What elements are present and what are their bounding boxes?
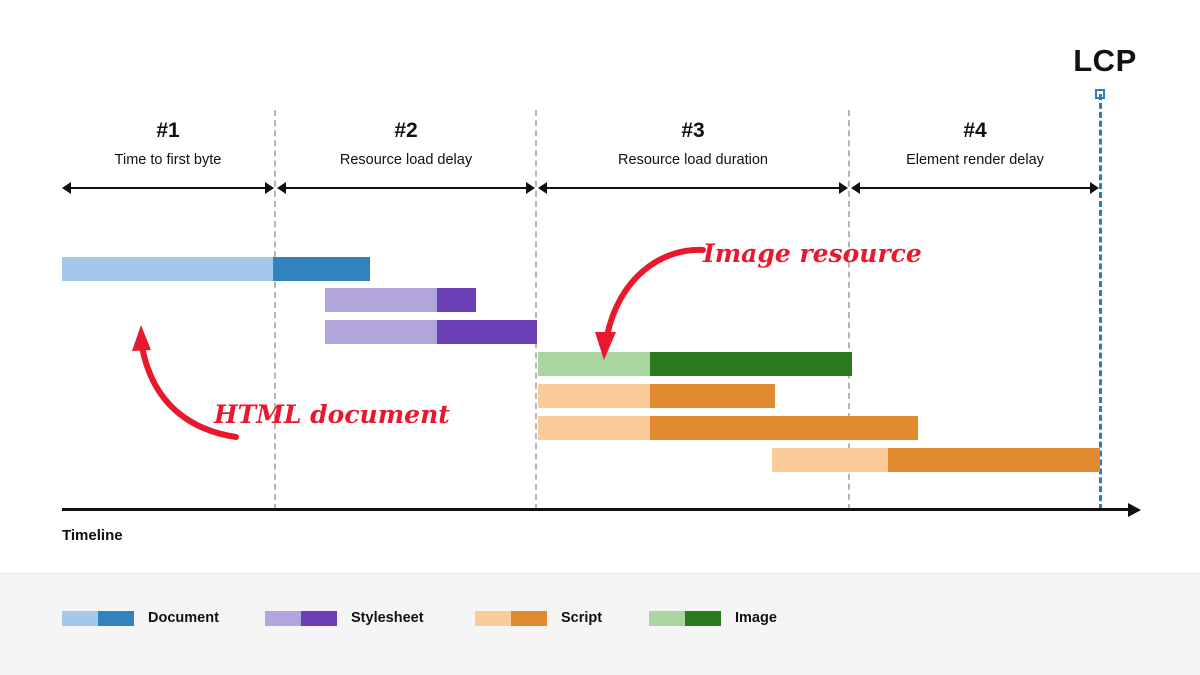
phase-name: Time to first byte <box>114 152 222 168</box>
timeline-axis <box>62 508 1130 511</box>
bar-stylesheet-2 <box>325 320 537 344</box>
legend-label: Script <box>561 610 603 626</box>
legend-swatch-icon <box>62 610 134 626</box>
phase-divider-3 <box>848 110 850 510</box>
lcp-marker-line <box>1099 94 1102 510</box>
legend-swatch-light <box>475 610 511 626</box>
bar-segment-wait <box>538 416 650 440</box>
phase-number: #4 <box>963 119 987 142</box>
bar-segment-transfer <box>650 416 918 440</box>
legend-swatch-light <box>649 610 685 626</box>
bar-script-3 <box>772 448 1100 472</box>
bar-segment-transfer <box>273 257 370 281</box>
bar-segment-transfer <box>437 320 537 344</box>
legend-label: Document <box>148 610 219 626</box>
legend-swatch-dark <box>98 610 134 626</box>
phase-number: #2 <box>394 119 418 142</box>
phase-divider-2 <box>535 110 537 510</box>
phase-span-arrow-2 <box>277 182 535 194</box>
arrow-head-right-icon <box>526 182 535 194</box>
phase-span-arrow-3 <box>538 182 848 194</box>
bar-script-2 <box>538 416 918 440</box>
image-resource-arrow-icon <box>595 246 706 360</box>
arrow-shaft <box>857 187 1093 189</box>
timeline-axis-label: Timeline <box>62 527 123 544</box>
arrow-head-right-icon <box>839 182 848 194</box>
legend-swatch-dark <box>511 610 547 626</box>
legend-item-document: Document <box>62 610 219 626</box>
bar-segment-transfer <box>437 288 476 312</box>
annotation-html-document: HTML document <box>214 400 450 429</box>
phase-number: #3 <box>681 119 705 142</box>
legend-swatch-dark <box>685 610 721 626</box>
html-document-arrow-icon <box>132 325 239 440</box>
legend-swatch-light <box>62 610 98 626</box>
legend-band: Document Stylesheet Script Image <box>0 573 1200 675</box>
phase-name: Element render delay <box>906 152 1044 168</box>
lcp-label: LCP <box>1073 43 1137 78</box>
legend-swatch-icon <box>649 610 721 626</box>
phase-name: Resource load duration <box>618 152 768 168</box>
bar-script-1 <box>538 384 775 408</box>
arrow-shaft <box>283 187 529 189</box>
legend-item-stylesheet: Stylesheet <box>265 610 424 626</box>
bar-segment-transfer <box>888 448 1100 472</box>
bar-segment-wait <box>538 384 650 408</box>
arrow-head-right-icon <box>1090 182 1099 194</box>
bar-image-lcp <box>538 352 852 376</box>
legend-label: Stylesheet <box>351 610 424 626</box>
arrow-head-left-icon <box>62 182 71 194</box>
annotation-image-resource: Image resource <box>703 239 922 268</box>
bar-segment-wait <box>62 257 273 281</box>
bar-stylesheet-1 <box>325 288 476 312</box>
legend-label: Image <box>735 610 777 626</box>
arrow-head-left-icon <box>538 182 547 194</box>
arrow-head-left-icon <box>851 182 860 194</box>
arrow-shaft <box>68 187 268 189</box>
bar-document-request <box>62 257 370 281</box>
legend-swatch-light <box>265 610 301 626</box>
phase-number: #1 <box>156 119 180 142</box>
phase-name: Resource load delay <box>339 152 473 168</box>
arrow-head-right-icon <box>265 182 274 194</box>
phase-span-arrow-1 <box>62 182 274 194</box>
bar-segment-wait <box>772 448 888 472</box>
arrow-shaft <box>544 187 842 189</box>
legend-item-script: Script <box>475 610 602 626</box>
phase-divider-1 <box>274 110 276 510</box>
bar-segment-transfer <box>650 352 852 376</box>
phase-span-arrow-4 <box>851 182 1099 194</box>
bar-segment-wait <box>325 320 437 344</box>
bar-segment-wait <box>538 352 650 376</box>
legend-item-image: Image <box>649 610 777 626</box>
bar-segment-wait <box>325 288 437 312</box>
legend-swatch-icon <box>265 610 337 626</box>
arrow-head-left-icon <box>277 182 286 194</box>
legend-swatch-icon <box>475 610 547 626</box>
bar-segment-transfer <box>650 384 775 408</box>
timeline-axis-arrow-icon <box>1128 503 1141 517</box>
legend-swatch-dark <box>301 610 337 626</box>
